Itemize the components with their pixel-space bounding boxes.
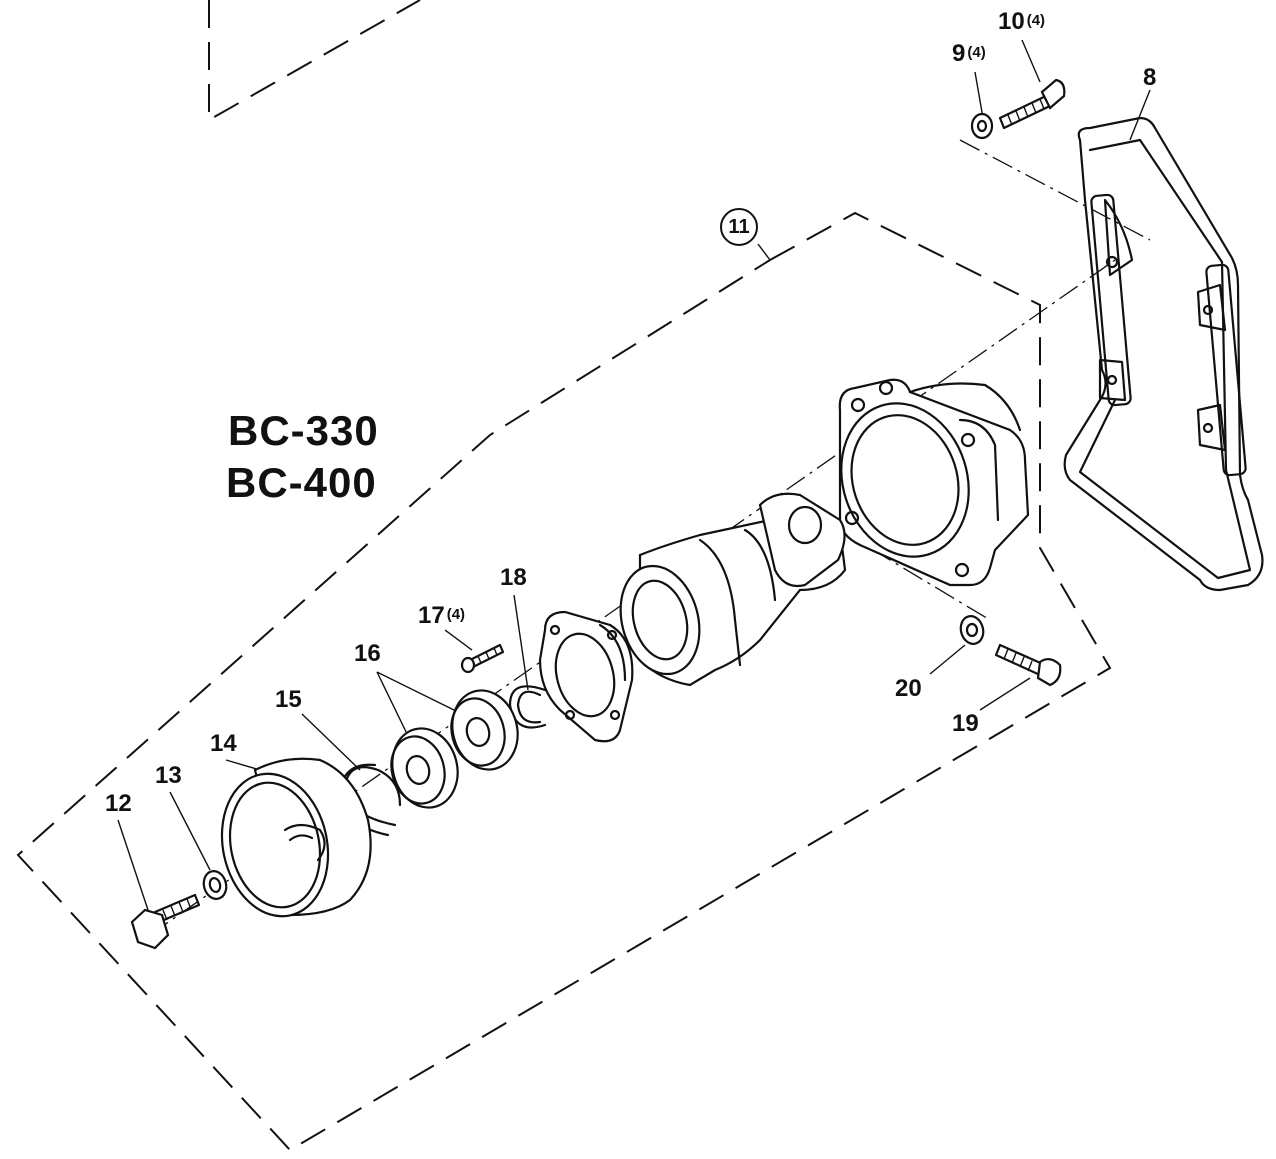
callout-15: 15 <box>275 686 302 713</box>
model-label-2: BC-400 <box>226 459 377 506</box>
callout-12: 12 <box>105 790 132 817</box>
callout-13: 13 <box>155 762 182 789</box>
assembly-callout-11: 11 <box>720 208 758 246</box>
leader-lines <box>117 39 1151 911</box>
callout-14: 14 <box>210 730 237 757</box>
part-13-flat-washer <box>202 870 228 900</box>
callout-18: 18 <box>500 564 527 591</box>
callout-8: 8 <box>1143 64 1157 91</box>
callout-17: 17(4) <box>418 602 466 629</box>
part-17-small-screw <box>460 643 505 674</box>
part-12-hex-bolt <box>130 893 201 950</box>
part-18-circlip <box>508 685 547 729</box>
guard-mount-centerline-upper <box>959 139 1151 241</box>
assembly-11-dashed-boundary <box>16 211 1112 1152</box>
part-10-socket-screw <box>998 78 1066 130</box>
callout-19: 19 <box>952 710 979 737</box>
gear-case-housing <box>619 492 847 687</box>
part-14-clutch-drum <box>220 757 372 918</box>
upper-frame-dashed-outline <box>208 0 421 122</box>
bearing-retainer-flange <box>538 610 634 743</box>
model-label-1: BC-330 <box>228 407 379 454</box>
part-16-bearing-upper <box>450 689 519 771</box>
part-8-guard-bracket <box>1063 116 1264 592</box>
part-9-toothed-washer <box>970 112 994 140</box>
callout-9: 9(4) <box>952 40 986 67</box>
housing-flange <box>838 378 1030 587</box>
callout-20: 20 <box>895 675 922 702</box>
callout-10: 10(4) <box>998 8 1046 35</box>
part-16-bearing-lower <box>390 727 459 809</box>
part-20-toothed-washer <box>959 615 985 645</box>
callout-16: 16 <box>354 640 381 667</box>
part-19-socket-screw <box>994 643 1062 687</box>
